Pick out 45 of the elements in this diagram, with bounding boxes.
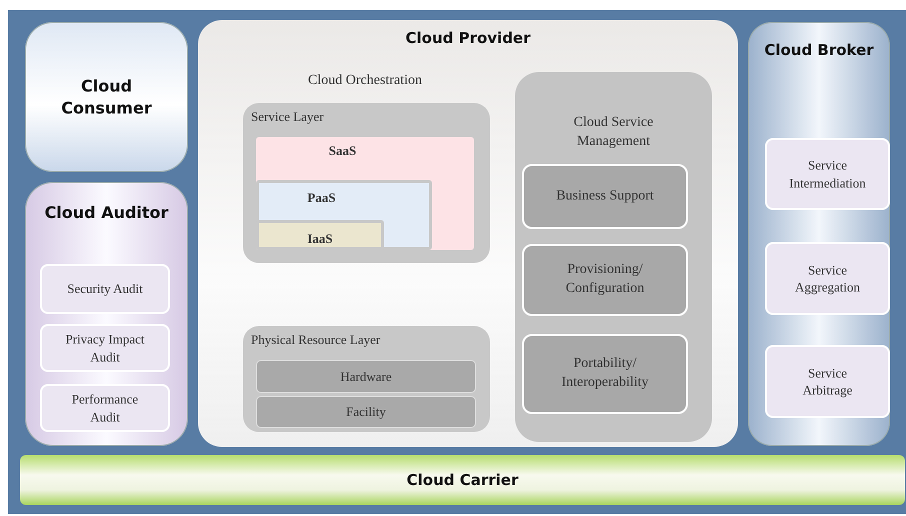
function-box: [765, 242, 890, 315]
heading-text: Security Audit: [66, 280, 144, 298]
heading-text: Privacy Impact Audit: [64, 330, 146, 366]
subheading-text: Cloud Orchestration: [307, 72, 423, 90]
layer-panel: [243, 326, 490, 432]
heading-text: Business Support: [555, 187, 655, 206]
heading-text: Hardware: [339, 368, 393, 386]
heading-text: Service Arbitrage: [802, 364, 854, 400]
heading-text: Service Layer: [251, 108, 325, 126]
function-box: [40, 264, 170, 314]
component-box: [522, 244, 688, 316]
heading-text: Cloud Carrier: [406, 470, 520, 490]
service-model-box: [256, 180, 432, 250]
component-box: [256, 396, 476, 428]
heading-text: Performance Audit: [70, 390, 140, 426]
heading-text: Cloud Broker: [763, 40, 875, 60]
heading-text: Cloud Consumer: [60, 75, 153, 119]
function-box: [40, 324, 170, 372]
heading-text: Cloud Service Management: [572, 114, 654, 151]
actor-panel: [25, 182, 188, 446]
heading-text: Cloud Auditor: [44, 202, 170, 224]
heading-text: Cloud Provider: [404, 28, 532, 48]
function-box: [765, 138, 890, 210]
heading-text: IaaS: [306, 230, 334, 248]
heading-text: PaaS: [306, 189, 337, 207]
layer-panel: [243, 103, 490, 263]
heading-text: Service Intermediation: [788, 156, 867, 192]
heading-text: Portability/ Interoperability: [560, 355, 650, 392]
heading-text: Provisioning/ Configuration: [564, 261, 646, 298]
service-model-box: [256, 137, 474, 250]
function-box: [765, 345, 890, 418]
component-box: [256, 360, 476, 393]
function-box: [40, 384, 170, 432]
heading-text: SaaS: [328, 142, 358, 160]
actor-panel: [25, 22, 188, 172]
heading-text: Facility: [345, 403, 387, 421]
management-panel: [515, 72, 712, 442]
actor-panel: [748, 22, 890, 446]
component-box: [522, 334, 688, 414]
heading-text: Physical Resource Layer: [251, 331, 382, 349]
service-model-box: [256, 220, 384, 250]
heading-text: Service Aggregation: [794, 260, 861, 296]
carrier-bar: [20, 455, 905, 505]
component-box: [522, 164, 688, 229]
provider-panel: [198, 20, 738, 447]
